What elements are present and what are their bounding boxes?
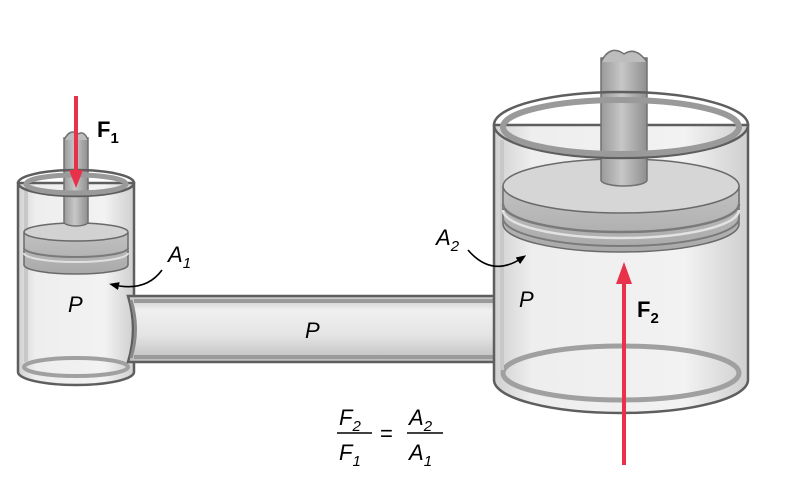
small-cylinder bbox=[16, 131, 136, 387]
force-arrow-f2 bbox=[616, 262, 632, 465]
label-pressure-small: P bbox=[68, 292, 83, 317]
equation-a1: A1 bbox=[407, 440, 432, 470]
pressure-equation: F2 F1 = A2 A1 bbox=[337, 405, 443, 470]
large-cylinder bbox=[492, 49, 750, 415]
label-f2: F2 bbox=[637, 297, 659, 327]
force-arrow-f1 bbox=[69, 96, 83, 188]
a1-pointer-arrow bbox=[109, 269, 163, 290]
large-cylinder-rim bbox=[492, 90, 750, 160]
equation-f1: F1 bbox=[339, 440, 361, 470]
label-f1: F1 bbox=[97, 117, 119, 147]
small-piston bbox=[23, 232, 129, 275]
equation-a2: A2 bbox=[407, 405, 433, 435]
label-a1: A1 bbox=[166, 242, 191, 272]
label-pressure-tube: P bbox=[305, 318, 320, 343]
label-a2: A2 bbox=[434, 225, 460, 255]
large-cylinder-bottom bbox=[500, 343, 742, 403]
equation-equals: = bbox=[380, 421, 393, 446]
label-pressure-large: P bbox=[519, 287, 534, 312]
small-cylinder-bottom bbox=[22, 356, 130, 378]
a2-pointer-arrow bbox=[467, 249, 527, 268]
large-piston-rod bbox=[600, 57, 648, 187]
equation-f2: F2 bbox=[339, 405, 361, 435]
